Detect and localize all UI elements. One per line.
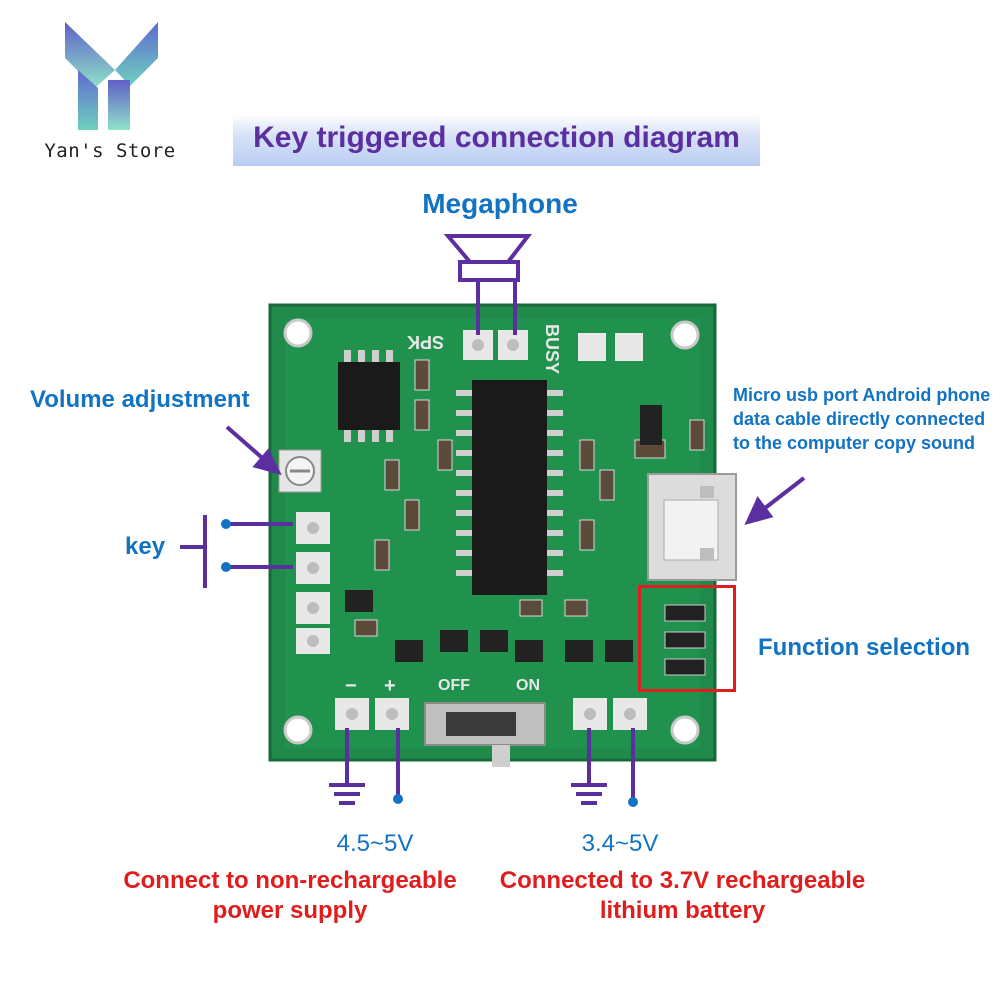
main-ic-chip	[472, 380, 547, 595]
store-logo	[65, 22, 158, 130]
volume-arrow-icon	[225, 425, 282, 476]
mount-hole	[283, 318, 313, 348]
silk-minus: −	[345, 675, 357, 697]
ground-symbol-right	[571, 728, 607, 805]
usb-label-line: Micro usb port Android phone	[733, 385, 991, 405]
silk-plus: +	[384, 675, 396, 697]
usb-arrow-icon	[744, 476, 806, 526]
ground-symbol-left	[329, 728, 365, 805]
power-right-description: Connected to 3.7V rechargeable lithium b…	[490, 866, 875, 926]
usb-label: Micro usb port Android phone data cable …	[733, 383, 998, 455]
volume-label: Volume adjustment	[30, 386, 250, 413]
positive-lead-left	[393, 728, 403, 804]
amplifier-ic	[338, 362, 400, 430]
busy-pad	[578, 333, 606, 361]
store-name: Yan's Store	[44, 140, 176, 162]
function-selection-label: Function selection	[758, 634, 971, 661]
power-left-description: Connect to non-rechargeable power supply	[105, 866, 475, 926]
power-left-line: power supply	[212, 897, 368, 924]
function-selection-box	[638, 585, 736, 692]
silk-busy: BUSY	[542, 324, 562, 374]
voltage-right: 3.4~5V	[581, 830, 659, 857]
power-right-line: lithium battery	[599, 897, 766, 924]
positive-lead-right	[628, 728, 638, 807]
megaphone-icon	[443, 234, 533, 335]
usb-label-line: to the computer copy sound	[733, 433, 976, 453]
key-switch-icon	[180, 515, 293, 588]
usb-label-line: data cable directly connected	[733, 409, 986, 429]
silk-spk: SPK	[407, 332, 444, 352]
key-label: key	[125, 533, 166, 560]
silk-on: ON	[516, 677, 540, 694]
diagram-title: Key triggered connection diagram	[253, 121, 740, 154]
title-banner	[233, 114, 760, 166]
busy-pad	[615, 333, 643, 361]
power-right-line: Connected to 3.7V rechargeable	[499, 867, 866, 894]
mount-hole	[670, 715, 700, 745]
voltage-left: 4.5~5V	[336, 830, 414, 857]
silk-off: OFF	[438, 677, 470, 694]
megaphone-label: Megaphone	[422, 188, 578, 219]
mount-hole	[283, 715, 313, 745]
power-left-line: Connect to non-rechargeable	[123, 867, 457, 894]
mount-hole	[670, 320, 700, 350]
